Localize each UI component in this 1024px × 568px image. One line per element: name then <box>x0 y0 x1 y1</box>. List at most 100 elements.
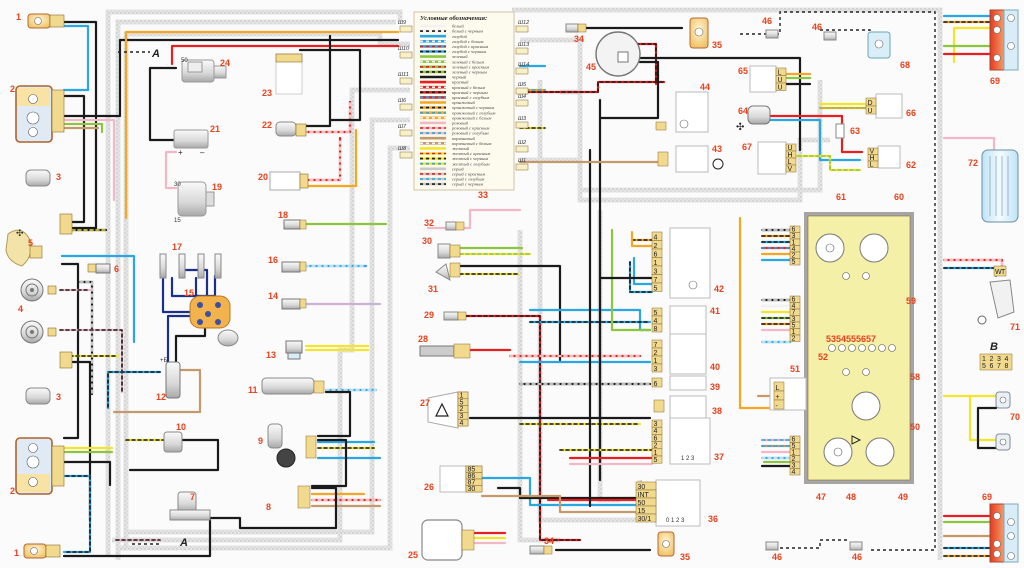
harness-connector: Ш11 <box>398 72 413 85</box>
harness-connector-label: Ш10 <box>398 46 410 52</box>
component-label-46: 46 <box>762 16 772 26</box>
wiper-motor-9 <box>267 423 317 468</box>
pin-label: 50 <box>638 500 646 507</box>
legend-item: красный <box>420 80 469 85</box>
pin <box>651 282 663 292</box>
component-label-4: 4 <box>18 304 23 314</box>
legend-label: оранжевый с голубым <box>452 110 496 115</box>
pin <box>865 105 877 115</box>
component-label-34: 34 <box>574 34 584 44</box>
relay-44 <box>655 91 709 133</box>
wire-brown <box>112 368 202 414</box>
pin <box>789 334 801 342</box>
pin-label: D <box>868 100 873 107</box>
component-label-27: 27 <box>420 398 430 408</box>
component-label-42: 42 <box>714 284 724 294</box>
wire-black <box>58 460 112 487</box>
pin-label: 2 <box>460 406 464 413</box>
indicator-lamp <box>848 344 856 352</box>
component-label-28: 28 <box>418 334 428 344</box>
marker-A-top: А <box>151 48 160 60</box>
wire-red-white <box>302 100 352 134</box>
legend-label: коричневый <box>452 136 475 141</box>
sensor-13 <box>285 340 303 360</box>
component-label-69: 69 <box>990 76 1000 86</box>
pin-label: 3 <box>654 366 658 373</box>
component-label-63: 63 <box>850 126 860 136</box>
legend-label: желтый с черным <box>452 156 488 161</box>
connector-8 <box>297 485 311 509</box>
ground-46-top-2 <box>823 31 837 41</box>
legend-label: коричневый с белым <box>452 141 491 146</box>
pin-label: 2 <box>654 443 658 450</box>
fan-switch-6 <box>87 263 111 274</box>
wire-pink <box>164 150 178 190</box>
wire-stripe <box>943 259 1003 267</box>
pin-label: U <box>778 77 783 84</box>
pin-label: 8 <box>654 326 658 333</box>
pin-label: 1 <box>792 329 796 336</box>
legend-item: оранжевый <box>420 100 476 105</box>
alternator-19 <box>177 181 215 217</box>
legend-item: оранжевый с черным <box>420 105 494 110</box>
sensor-31 <box>435 262 461 282</box>
legend-item: серый с голубым <box>420 177 484 182</box>
legend-item: желтый с красным <box>420 151 490 156</box>
switch-41: 548 <box>651 305 707 335</box>
pin <box>651 363 663 373</box>
switch-65: LUU <box>749 65 787 93</box>
sensor-29 <box>443 311 467 321</box>
legend-item: голубой с красным <box>420 44 488 49</box>
wire-black <box>62 518 212 558</box>
component-label-68: 68 <box>900 60 910 70</box>
pin-label: T <box>1001 269 1006 276</box>
pin-label: 4 <box>1005 356 1009 363</box>
component-label-46: 46 <box>812 22 822 32</box>
lamp-35-bottom <box>657 531 675 557</box>
tail-lamp-69-top <box>989 9 1019 71</box>
harness-connector: Ш9 <box>398 20 413 33</box>
pin-label: 1 <box>654 450 658 457</box>
spark-plugs-17 <box>159 253 222 279</box>
component-label-46: 46 <box>772 552 782 562</box>
pin-label: 3 <box>460 413 464 420</box>
wire-green <box>610 228 652 332</box>
pin-label: 1 <box>654 358 658 365</box>
component-label-56: 56 <box>856 334 866 344</box>
legend-label: белый с черным <box>452 29 483 34</box>
component-label-45: 45 <box>586 62 596 72</box>
component-label-22: 22 <box>262 120 272 130</box>
component-label-66: 66 <box>906 108 916 118</box>
harness-connector: Ш1 <box>515 158 529 171</box>
legend-label: белый <box>452 24 464 29</box>
wire-stripe <box>303 101 351 133</box>
legend-item: красный с белым <box>420 85 485 90</box>
distributor-15 <box>189 295 239 347</box>
pin-label: H <box>870 155 875 162</box>
harness-connector: Ш3 <box>515 116 529 129</box>
pin-label: 2 <box>990 356 994 363</box>
indicator-lamp <box>868 344 876 352</box>
component-label-23: 23 <box>262 88 272 98</box>
component-label-31: 31 <box>428 284 438 294</box>
wire-black <box>976 406 998 450</box>
wire-black <box>62 94 86 224</box>
legend-item: желтый <box>420 146 470 151</box>
wire-stripe <box>465 315 581 541</box>
wire-yellow <box>968 394 998 442</box>
harness-connector: Ш12 <box>515 20 529 33</box>
pin-label: U <box>778 84 783 91</box>
pin-label: 87 <box>468 479 476 486</box>
pin-label: 1 <box>792 449 796 456</box>
component-label-2: 2 <box>10 486 15 496</box>
indicator-lamp <box>878 344 886 352</box>
component-label-2: 2 <box>10 84 15 94</box>
component-label-7: 7 <box>190 492 195 502</box>
tail-lamp-69-bottom <box>989 503 1019 563</box>
component-label-29: 29 <box>424 310 434 320</box>
component-label-43: 43 <box>712 144 722 154</box>
pin-label: 6 <box>792 296 796 303</box>
legend-number: 33 <box>478 190 488 200</box>
